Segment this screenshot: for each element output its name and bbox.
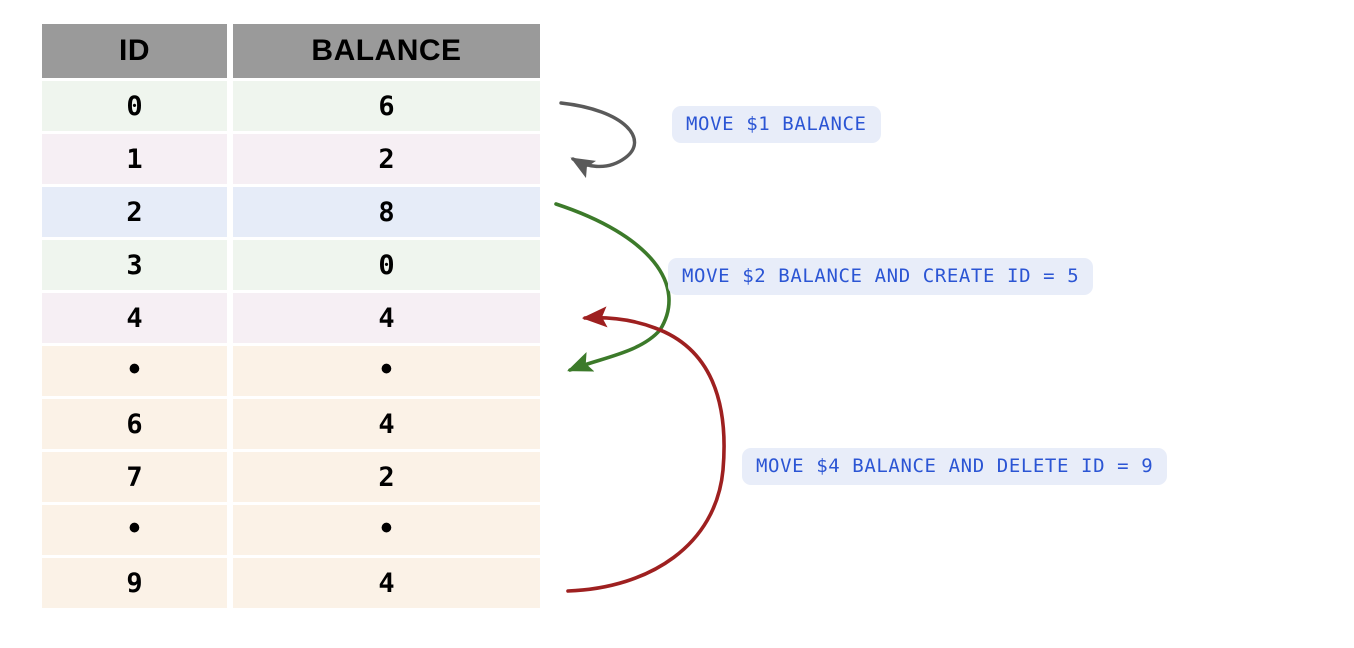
cell-id: • bbox=[42, 505, 227, 555]
table-row: 6 4 bbox=[42, 399, 540, 449]
cell-balance: 6 bbox=[233, 81, 540, 131]
table-row: 9 4 bbox=[42, 558, 540, 608]
cell-id: 7 bbox=[42, 452, 227, 502]
table-row: 2 8 bbox=[42, 187, 540, 237]
annotation-label-move-1: MOVE $1 BALANCE bbox=[672, 106, 881, 143]
cell-id: 0 bbox=[42, 81, 227, 131]
cell-id: 6 bbox=[42, 399, 227, 449]
table-header-row: ID BALANCE bbox=[42, 24, 540, 78]
cell-balance: 2 bbox=[233, 452, 540, 502]
arrow-move-1-balance bbox=[559, 101, 637, 179]
arrow-move-2-balance bbox=[554, 202, 671, 372]
annotation-label-move-2: MOVE $2 BALANCE AND CREATE ID = 5 bbox=[668, 258, 1094, 295]
cell-id: 4 bbox=[42, 293, 227, 343]
cell-balance: 4 bbox=[233, 399, 540, 449]
cell-balance: 4 bbox=[233, 558, 540, 608]
table-row-ellipsis: • • bbox=[42, 346, 540, 396]
arrow-move-4-balance bbox=[566, 306, 726, 593]
cell-id: 2 bbox=[42, 187, 227, 237]
table-row: 7 2 bbox=[42, 452, 540, 502]
table-row: 0 6 bbox=[42, 81, 540, 131]
cell-balance: • bbox=[233, 346, 540, 396]
table-row-ellipsis: • • bbox=[42, 505, 540, 555]
cell-balance: 2 bbox=[233, 134, 540, 184]
table-row: 4 4 bbox=[42, 293, 540, 343]
cell-id: 1 bbox=[42, 134, 227, 184]
column-header-balance: BALANCE bbox=[233, 24, 540, 78]
annotation-label-move-4: MOVE $4 BALANCE AND DELETE ID = 9 bbox=[742, 448, 1168, 485]
cell-id: 9 bbox=[42, 558, 227, 608]
cell-id: • bbox=[42, 346, 227, 396]
column-header-id: ID bbox=[42, 24, 227, 78]
cell-balance: 4 bbox=[233, 293, 540, 343]
table-row: 3 0 bbox=[42, 240, 540, 290]
table-row: 1 2 bbox=[42, 134, 540, 184]
cell-balance: 0 bbox=[233, 240, 540, 290]
balance-table: ID BALANCE 0 6 1 2 2 8 3 0 4 4 • • 6 bbox=[42, 24, 540, 611]
cell-balance: 8 bbox=[233, 187, 540, 237]
cell-balance: • bbox=[233, 505, 540, 555]
cell-id: 3 bbox=[42, 240, 227, 290]
